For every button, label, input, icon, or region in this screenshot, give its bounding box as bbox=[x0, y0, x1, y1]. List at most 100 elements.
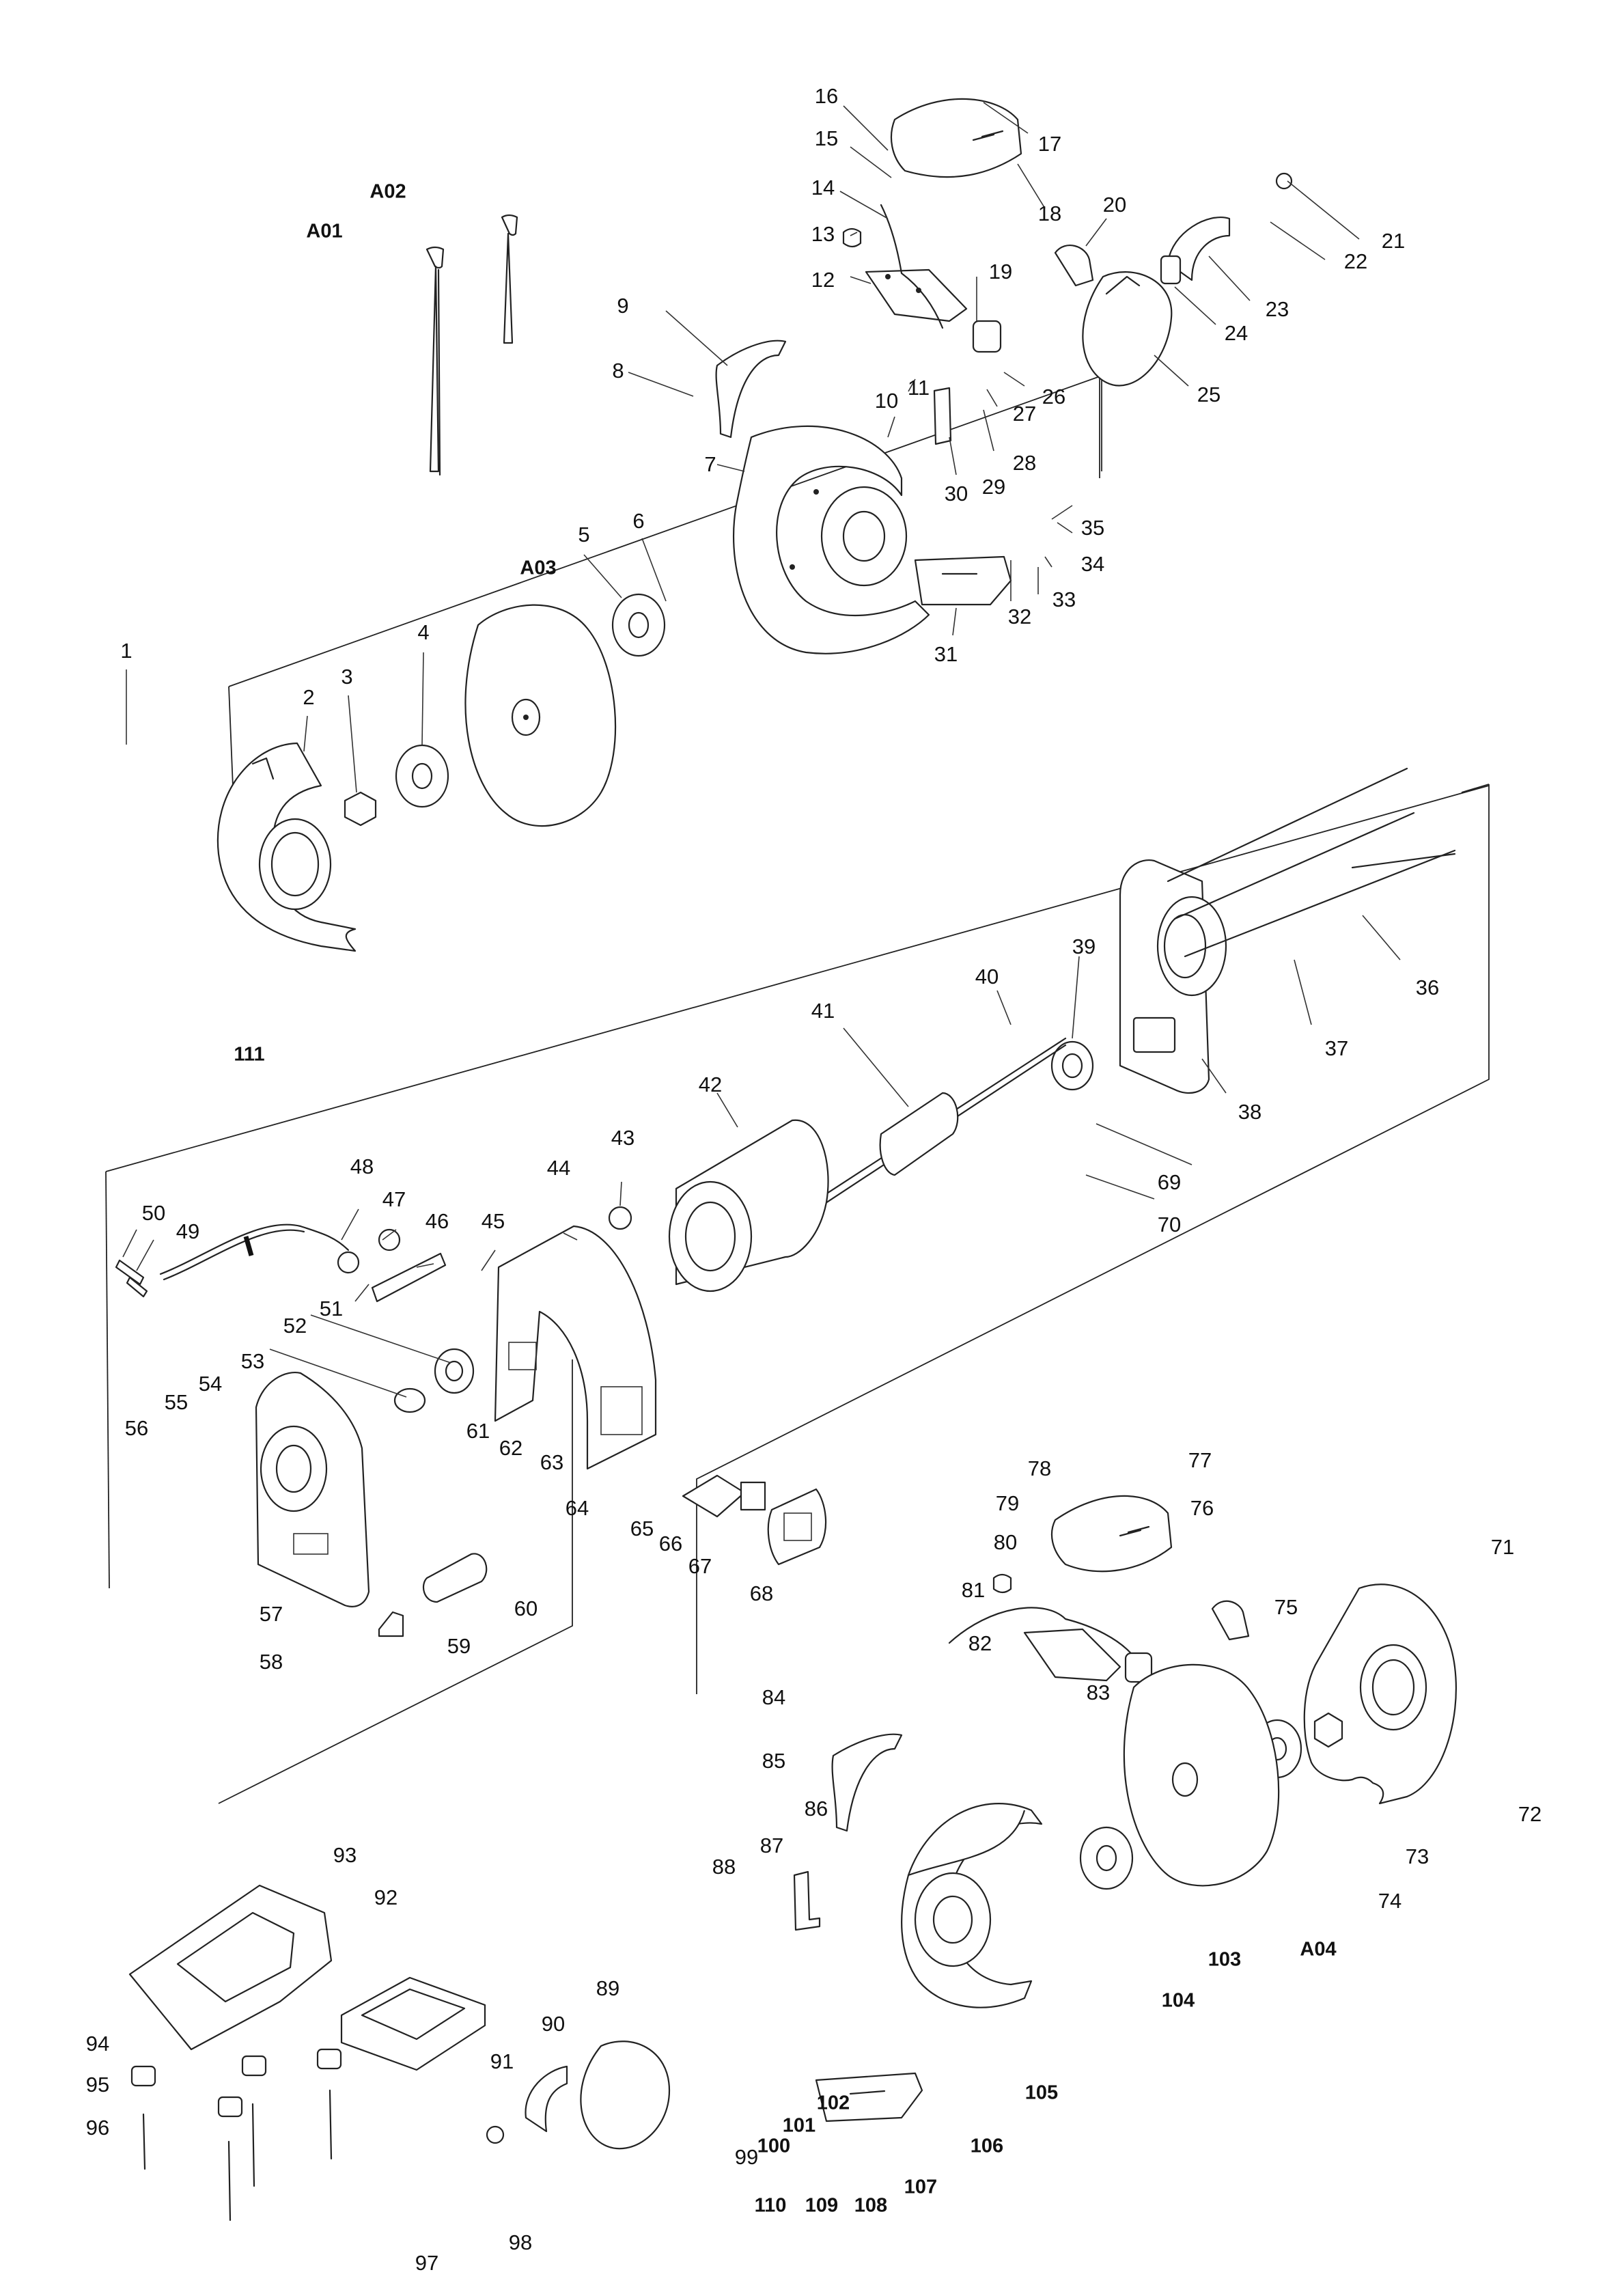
part-label-47: 47 bbox=[382, 1187, 406, 1211]
part-label-6: 6 bbox=[632, 509, 644, 533]
part-label-30: 30 bbox=[945, 482, 968, 506]
part-label-70: 70 bbox=[1158, 1213, 1181, 1236]
part-label-109: 109 bbox=[805, 2195, 838, 2217]
eye-shield-bracket-12 bbox=[842, 204, 968, 329]
part-label-22: 22 bbox=[1344, 249, 1367, 273]
part-label-55: 55 bbox=[165, 1390, 188, 1414]
part-label-104: 104 bbox=[1162, 1990, 1195, 2012]
part-label-76: 76 bbox=[1190, 1496, 1214, 1520]
part-label-95: 95 bbox=[86, 2073, 109, 2097]
part-label-23: 23 bbox=[1266, 297, 1289, 321]
part-label-60: 60 bbox=[514, 1596, 538, 1620]
part-label-93: 93 bbox=[333, 1843, 357, 1867]
part-label-46: 46 bbox=[426, 1209, 449, 1233]
part-label-7: 7 bbox=[704, 452, 716, 476]
motor-housing-end-bell-38 bbox=[1119, 859, 1227, 1094]
part-label-16: 16 bbox=[815, 84, 838, 108]
part-label-19: 19 bbox=[989, 260, 1012, 283]
part-label-31: 31 bbox=[934, 642, 958, 666]
part-label-11: 11 bbox=[908, 376, 930, 400]
part-label-62: 62 bbox=[499, 1436, 522, 1460]
part-label-98: 98 bbox=[509, 2230, 532, 2254]
cord-clamp-plate bbox=[337, 1228, 447, 1303]
part-label-88: 88 bbox=[712, 1855, 736, 1879]
rubber-feet-94 bbox=[130, 2048, 342, 2118]
capacitor-clamp-59 bbox=[378, 1611, 404, 1637]
assembly-frame-lines bbox=[105, 355, 1490, 1804]
part-label-41: 41 bbox=[811, 999, 835, 1023]
part-label-82: 82 bbox=[968, 1631, 992, 1655]
plug-49-50 bbox=[115, 1259, 148, 1298]
part-label-49: 49 bbox=[176, 1219, 199, 1243]
part-label-106: 106 bbox=[971, 2135, 1003, 2157]
part-label-26: 26 bbox=[1042, 385, 1065, 409]
part-label-14: 14 bbox=[811, 176, 835, 199]
spark-deflector-84 bbox=[831, 1733, 903, 1832]
part-label-39: 39 bbox=[1072, 935, 1096, 958]
part-label-107: 107 bbox=[904, 2176, 937, 2198]
part-label-38: 38 bbox=[1238, 1100, 1261, 1124]
part-label-65: 65 bbox=[630, 1517, 654, 1540]
part-label-102: 102 bbox=[817, 2092, 850, 2114]
leader-lines bbox=[122, 102, 1401, 1398]
part-label-43: 43 bbox=[611, 1126, 634, 1150]
tool-rest-106 bbox=[815, 2072, 923, 2122]
bushing-43 bbox=[608, 1206, 632, 1230]
part-label-37: 37 bbox=[1325, 1036, 1348, 1060]
wheel-flange-5 bbox=[611, 593, 666, 657]
part-label-17: 17 bbox=[1038, 132, 1061, 156]
bracket-86 bbox=[793, 1870, 821, 1931]
grinding-wheel-a03 bbox=[464, 604, 617, 827]
part-label-56: 56 bbox=[125, 1416, 148, 1440]
part-label-83: 83 bbox=[1087, 1680, 1110, 1704]
wheel-nut-and-flange bbox=[344, 744, 449, 827]
part-label-33: 33 bbox=[1052, 587, 1076, 611]
switch-assembly bbox=[682, 1474, 827, 1566]
lamp-shade-25 bbox=[1082, 271, 1173, 387]
part-label-44: 44 bbox=[547, 1156, 570, 1180]
part-label-94: 94 bbox=[86, 2032, 109, 2056]
bearing-39 bbox=[1050, 1040, 1094, 1091]
part-label-111: 111 bbox=[234, 1044, 264, 1066]
part-label-59: 59 bbox=[447, 1634, 471, 1658]
part-label-3: 3 bbox=[341, 665, 352, 689]
base-plate-93 bbox=[128, 1884, 333, 2051]
part-label-105: 105 bbox=[1025, 2082, 1058, 2104]
wheel-flange-103 bbox=[1079, 1826, 1134, 1890]
part-label-63: 63 bbox=[540, 1450, 563, 1474]
spark-deflector-9 bbox=[715, 340, 787, 439]
lamp-arm-24 bbox=[1160, 172, 1293, 285]
part-label-45: 45 bbox=[482, 1209, 505, 1233]
part-label-81: 81 bbox=[962, 1578, 985, 1602]
part-label-74: 74 bbox=[1378, 1889, 1401, 1913]
part-label-35: 35 bbox=[1081, 516, 1104, 540]
left-end-bell-54 bbox=[255, 1372, 370, 1607]
part-label-103: 103 bbox=[1208, 1949, 1241, 1971]
part-label-40: 40 bbox=[975, 965, 999, 988]
part-label-73: 73 bbox=[1406, 1844, 1429, 1868]
part-label-5: 5 bbox=[578, 523, 589, 547]
part-label-77: 77 bbox=[1188, 1448, 1212, 1472]
outer-wheel-guard-left bbox=[217, 742, 357, 952]
part-label-61: 61 bbox=[466, 1419, 490, 1443]
part-label-99: 99 bbox=[735, 2145, 758, 2169]
bracket-30 bbox=[933, 387, 952, 445]
accessory-label-a02: A02 bbox=[369, 181, 406, 203]
lamp-arm-90 bbox=[486, 2065, 568, 2144]
wrench-a02 bbox=[501, 214, 518, 344]
part-label-34: 34 bbox=[1081, 552, 1104, 576]
part-label-18: 18 bbox=[1038, 202, 1061, 225]
power-cord-48 bbox=[159, 1223, 350, 1281]
eye-shield-bracket-82 bbox=[948, 1573, 1135, 1682]
eye-shield-18 bbox=[890, 98, 1022, 178]
part-label-9: 9 bbox=[617, 294, 628, 318]
wrench-a01 bbox=[426, 246, 445, 476]
lamp-bulb-75 bbox=[1211, 1600, 1250, 1641]
part-label-90: 90 bbox=[542, 2012, 565, 2036]
part-label-67: 67 bbox=[688, 1554, 712, 1578]
part-label-32: 32 bbox=[1008, 605, 1031, 628]
motor-cover-44 bbox=[494, 1225, 657, 1470]
part-label-75: 75 bbox=[1274, 1595, 1298, 1619]
part-label-51: 51 bbox=[320, 1297, 343, 1320]
